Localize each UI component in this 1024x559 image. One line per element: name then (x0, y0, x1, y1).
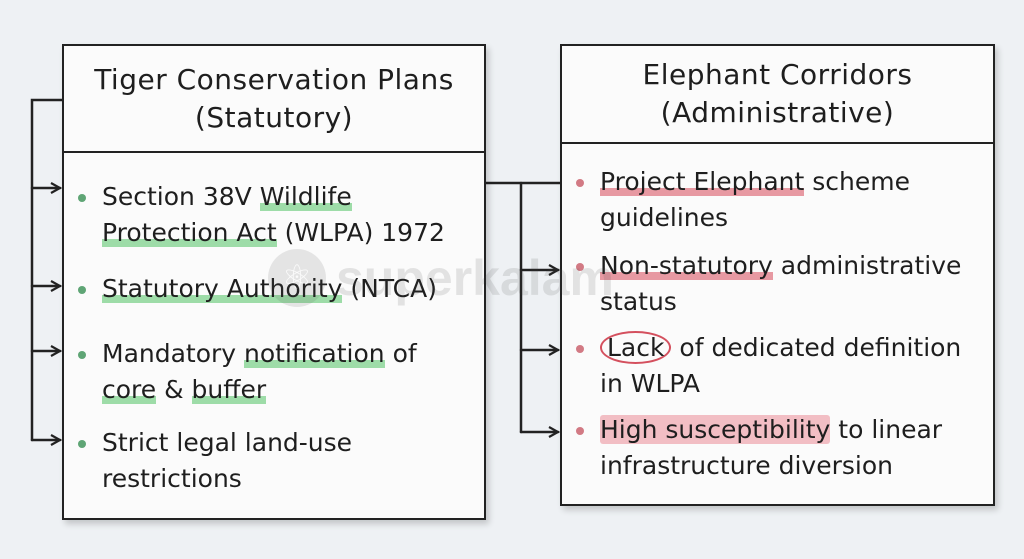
item-text: Mandatory notification of core & buffer (102, 339, 417, 404)
item-text: Lack of dedicated definition in WLPA (600, 331, 962, 398)
bullet-icon (576, 427, 584, 435)
bullet-icon (78, 194, 86, 202)
bullet-icon (576, 263, 584, 271)
item-text: Statutory Authority (NTCA) (102, 274, 437, 303)
elephant-corridors-title: Elephant Corridors (642, 58, 913, 91)
bullet-icon (576, 345, 584, 353)
item-text: Project Elephant scheme guidelines (600, 167, 910, 232)
tiger-plans-title: Tiger Conservation Plans (94, 62, 454, 96)
elephant-corridors-box: Elephant Corridors (Administrative) Proj… (560, 44, 995, 506)
elephant-corridors-header: Elephant Corridors (Administrative) (562, 46, 993, 144)
circled-word: Lack (600, 331, 672, 364)
tiger-plans-box: Tiger Conservation Plans (Statutory) Sec… (62, 44, 486, 520)
elephant-corridors-subtitle: (Administrative) (660, 96, 895, 129)
item-text: Non-statutory administrative status (600, 251, 962, 316)
bullet-icon (78, 286, 86, 294)
bullet-icon (576, 179, 584, 187)
tiger-plans-subtitle: (Statutory) (194, 100, 354, 134)
bullet-icon (78, 440, 86, 448)
item-text: Section 38V Wildlife Protection Act (WLP… (102, 182, 445, 247)
item-text: Strict legal land-use restrictions (102, 428, 353, 493)
bullet-icon (78, 351, 86, 359)
item-text: High susceptibility to linear infrastruc… (600, 415, 943, 480)
left-bracket-line (30, 98, 64, 442)
tiger-plans-header: Tiger Conservation Plans (Statutory) (64, 46, 484, 153)
